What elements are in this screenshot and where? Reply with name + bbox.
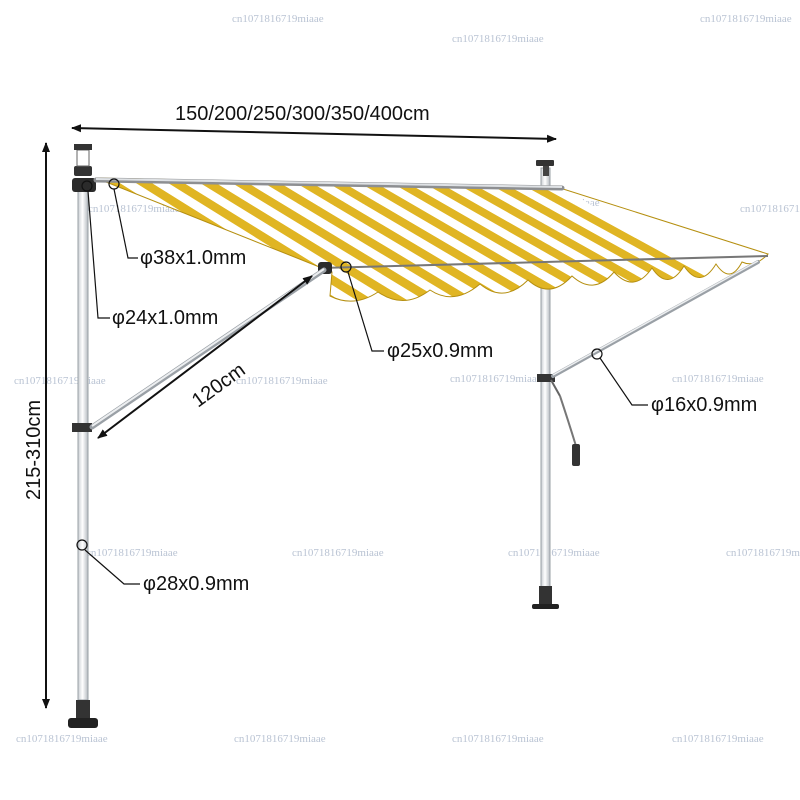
- callout-label: φ24x1.0mm: [112, 307, 218, 329]
- watermark-text: cn1071816719miaae: [452, 733, 544, 745]
- canopy-stripe: [394, 184, 626, 302]
- right-post: [532, 160, 580, 609]
- callout-label: φ38x1.0mm: [140, 247, 246, 269]
- watermark-text: cn1071816719miaae: [16, 733, 108, 745]
- canopy-stripe: [162, 179, 401, 302]
- watermark-text: cn1071816719miaae: [232, 13, 324, 25]
- callout-roller-tube: φ25x0.9mm: [340, 261, 493, 362]
- callout-label: φ16x0.9mm: [651, 394, 757, 416]
- canopy-stripe: [178, 179, 417, 302]
- canopy-stripe: [493, 186, 722, 302]
- width-label: 150/200/250/300/350/400cm: [175, 103, 430, 125]
- canopy-stripe: [294, 182, 529, 302]
- dimension-arm: 120cm: [97, 275, 313, 439]
- callout-post: φ28x0.9mm: [76, 539, 249, 595]
- watermark-text: cn1071816719miaae: [14, 375, 106, 387]
- watermark-text: cn1071816719miaae: [88, 203, 180, 215]
- canopy-stripe: [278, 181, 513, 302]
- callout-label: φ25x0.9mm: [387, 340, 493, 362]
- watermark-text: cn1071816719miaae: [452, 33, 544, 45]
- canopy-stripe: [212, 180, 449, 302]
- height-label: 215-310cm: [23, 400, 45, 500]
- callout-label: φ28x0.9mm: [143, 573, 249, 595]
- canopy-stripe: [245, 181, 481, 302]
- canopy-stripe: [361, 183, 594, 302]
- callout-arm-rod: φ16x0.9mm: [591, 348, 757, 416]
- watermark-text: cn1071816719miaae: [292, 547, 384, 559]
- canopy-stripe: [261, 181, 497, 302]
- watermark-text: cn1071816719miaae: [508, 547, 600, 559]
- canopy-stripe: [427, 185, 658, 302]
- canopy-stripe: [195, 180, 433, 302]
- canopy-stripe: [228, 180, 465, 302]
- watermark-text: cn1071816719miaae: [86, 547, 178, 559]
- canopy-stripe: [526, 187, 754, 302]
- watermark-text: cn1071816719miaae: [726, 547, 800, 559]
- dimension-height: 215-310cm: [23, 142, 50, 709]
- canopy-stripe: [344, 183, 578, 302]
- watermark-text: cn1071816719miaae: [672, 373, 764, 385]
- canopy-stripe: [460, 185, 690, 302]
- left-post: [68, 144, 98, 728]
- callout-back-tube: φ24x1.0mm: [81, 180, 218, 329]
- watermark-text: cn1071816719miaae: [236, 375, 328, 387]
- watermark-text: cn1071816719miaae: [450, 373, 542, 385]
- canopy-stripe: [328, 183, 562, 302]
- canopy-stripe: [377, 184, 610, 302]
- canopy-stripe: [311, 182, 545, 302]
- watermark-text: cn1071816719miaae: [234, 733, 326, 745]
- watermark-text: cn1071816719miaae: [700, 13, 792, 25]
- watermark-text: cn1071816719miaae: [672, 733, 764, 745]
- dimension-width: 150/200/250/300/350/400cm: [71, 103, 557, 143]
- watermark-text: cn1071816719miaae: [740, 203, 800, 215]
- canopy-stripe: [410, 184, 642, 302]
- callout-front-bar: φ38x1.0mm: [108, 178, 246, 269]
